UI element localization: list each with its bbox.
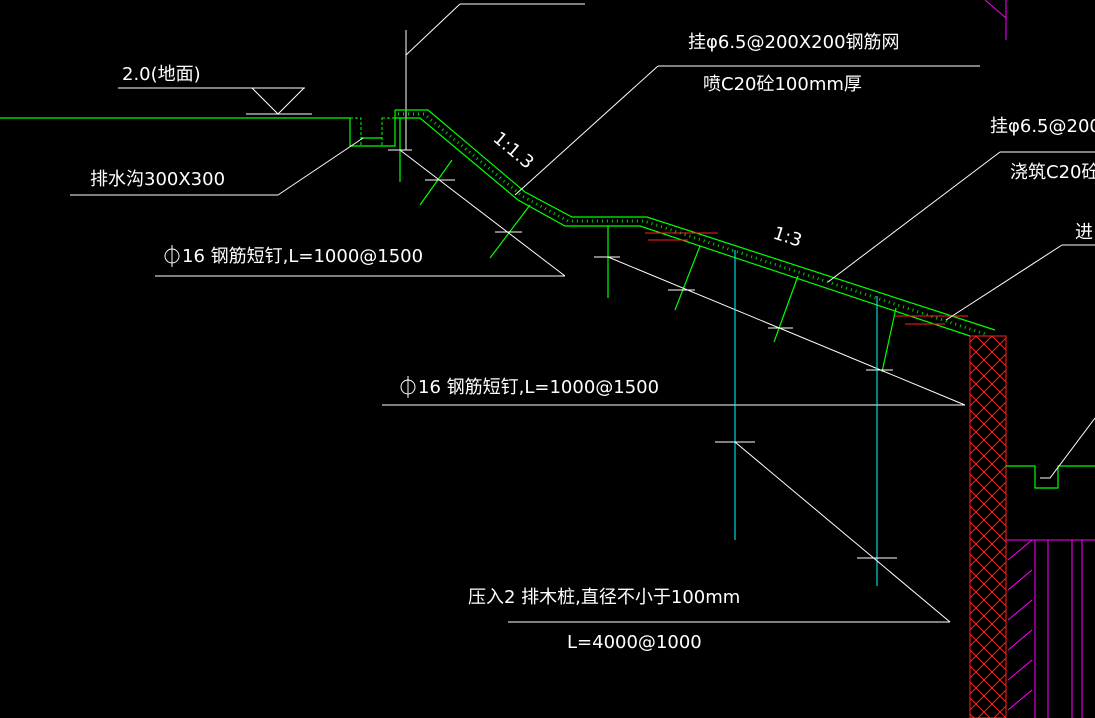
mesh-upper-leader (514, 65, 980, 196)
mesh-upper-label: 挂φ6.5@200X200钢筋网 (688, 32, 900, 53)
shotcrete-label: 喷C20砼100mm厚 (703, 74, 862, 95)
nail-lower-leader (382, 256, 966, 406)
right-cut-label: 进 (1075, 222, 1093, 243)
slope-ratio-lower: 1:3 (770, 223, 804, 252)
drain-leader (70, 137, 364, 196)
drain-ditch (349, 117, 396, 147)
mesh-right-label: 挂φ6.5@200 (990, 116, 1095, 137)
nail-upper-leader (155, 149, 566, 277)
slope-surface (394, 109, 996, 337)
elevation-marker (118, 87, 312, 115)
top-leader (405, 3, 585, 150)
pour-right-label: 浇筑C20砼1 (1010, 162, 1095, 183)
hatched-wall (969, 335, 1007, 718)
pile-note-label: 压入2 排木桩,直径不小于100mm (468, 587, 740, 608)
pile-length-label: L=4000@1000 (567, 632, 702, 653)
right-cut-leader (945, 244, 1095, 321)
slope-ratio-upper: 1:1.3 (489, 128, 538, 174)
pile-leader (508, 441, 951, 623)
drain-label: 排水沟300X300 (90, 169, 225, 190)
right-structure (984, 0, 1095, 718)
ground-level-label: 2.0(地面) (122, 64, 201, 85)
bar-symbol-upper (164, 245, 180, 267)
wood-piles (715, 250, 897, 586)
nail-lower-label: 16 钢筋短钉,L=1000@1500 (418, 377, 659, 398)
red-marks (645, 232, 968, 325)
nail-upper-label: 16 钢筋短钉,L=1000@1500 (182, 246, 423, 267)
bar-symbol-lower (400, 376, 416, 398)
soil-nails-lower (668, 245, 897, 373)
mesh-right-leader (827, 151, 1095, 283)
